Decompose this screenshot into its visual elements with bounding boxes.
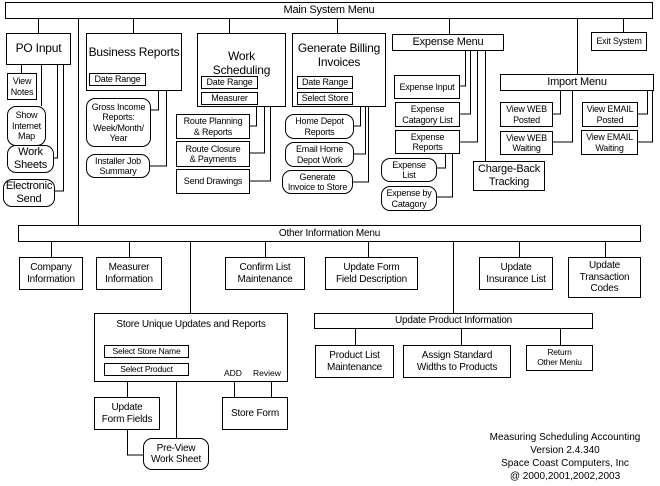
update-transaction-codes[interactable]: Update Transaction Codes [568, 257, 641, 298]
assign-standard-widths[interactable]: Assign Standard Widths to Products [403, 345, 511, 378]
view-web-waiting[interactable]: View WEB Waiting [500, 131, 553, 155]
footer-line: Measuring Scheduling Accounting [489, 432, 641, 443]
select-product[interactable]: Select Product [104, 363, 189, 376]
billing-select-store[interactable]: Select Store [297, 92, 353, 105]
store-unique-title: Store Unique Updates and Reports [116, 319, 266, 330]
charge-back-tracking[interactable]: Charge-Back Tracking [473, 161, 545, 191]
view-web-posted[interactable]: View WEB Posted [500, 102, 553, 127]
footer-line: @ 2000,2001,2002,2003 [509, 471, 621, 482]
billing-date-range[interactable]: Date Range [297, 76, 353, 89]
exit-system[interactable]: Exit System [591, 32, 647, 51]
update-product-information[interactable]: Update Product Information [314, 313, 593, 329]
email-home-depot-work[interactable]: Email Home Depot Work [285, 142, 354, 167]
pre-view-work-sheet[interactable]: Pre-View Work Sheet [143, 438, 209, 470]
update-form-field-description[interactable]: Update Form Field Description [325, 257, 418, 290]
work-sheets[interactable]: Work Sheets [7, 145, 54, 173]
expense-reports[interactable]: Expense Reports [395, 130, 460, 154]
billing-title: Generate Billing Invoices [297, 41, 381, 69]
measurer-information[interactable]: Measurer Information [96, 257, 162, 290]
other-information-menu[interactable]: Other Information Menu [18, 225, 641, 242]
ws-date-range[interactable]: Date Range [201, 76, 258, 89]
expense-input[interactable]: Expense Input [394, 75, 460, 99]
route-closure[interactable]: Route Closure & Payments [176, 141, 250, 167]
update-insurance-list[interactable]: Update Insurance List [479, 257, 553, 290]
company-information[interactable]: Company Information [19, 257, 83, 290]
po-input[interactable]: PO Input [6, 33, 71, 65]
home-depot-reports[interactable]: Home Depot Reports [285, 114, 354, 139]
generate-invoice-to-store[interactable]: Generate Invoice to Store [282, 170, 353, 194]
view-email-posted[interactable]: View EMAIL Posted [582, 102, 638, 127]
expense-list[interactable]: Expense List [381, 158, 437, 182]
work-scheduling-title: Work Scheduling [212, 49, 271, 77]
confirm-list-maintenance[interactable]: Confirm List Maintenance [225, 257, 305, 290]
expense-catagory-list[interactable]: Expense Catagory List [395, 102, 460, 127]
business-reports-title: Business Reports [88, 45, 180, 59]
electronic-send[interactable]: Electronic Send [3, 179, 55, 207]
footer-line: Space Coast Computers, Inc [501, 458, 629, 469]
import-menu[interactable]: Import Menu [500, 74, 654, 91]
footer-info: Measuring Scheduling Accounting Version … [470, 431, 660, 483]
ws-measurer[interactable]: Measurer [201, 92, 258, 105]
product-list-maintenance[interactable]: Product List Maintenance [315, 345, 394, 378]
installer-job-summary[interactable]: Installer Job Summary [86, 154, 150, 178]
show-internet-map[interactable]: Show Internet Map [7, 106, 46, 146]
return-other-menu[interactable]: Return Other Meniu [526, 345, 593, 371]
footer-line: Version 2.4.340 [530, 445, 600, 456]
main-system-menu[interactable]: Main System Menu [5, 2, 653, 19]
view-email-waiting[interactable]: View EMAIL Waiting [581, 130, 638, 155]
store-form[interactable]: Store Form [222, 397, 288, 430]
expense-by-catagory[interactable]: Expense by Catagory [381, 186, 437, 211]
add-label[interactable]: ADD [224, 368, 242, 378]
send-drawings[interactable]: Send Drawings [176, 169, 250, 194]
expense-menu[interactable]: Expense Menu [392, 34, 504, 51]
review-label[interactable]: Review [253, 368, 281, 378]
select-store-name[interactable]: Select Store Name [104, 345, 189, 358]
view-notes[interactable]: View Notes [7, 73, 37, 100]
gross-income-reports[interactable]: Gross Income Reports: Week/Month/ Year [86, 98, 151, 147]
route-planning[interactable]: Route Planning & Reports [176, 114, 250, 139]
business-date-range[interactable]: Date Range [89, 73, 146, 86]
update-form-fields[interactable]: Update Form Fields [94, 397, 160, 430]
